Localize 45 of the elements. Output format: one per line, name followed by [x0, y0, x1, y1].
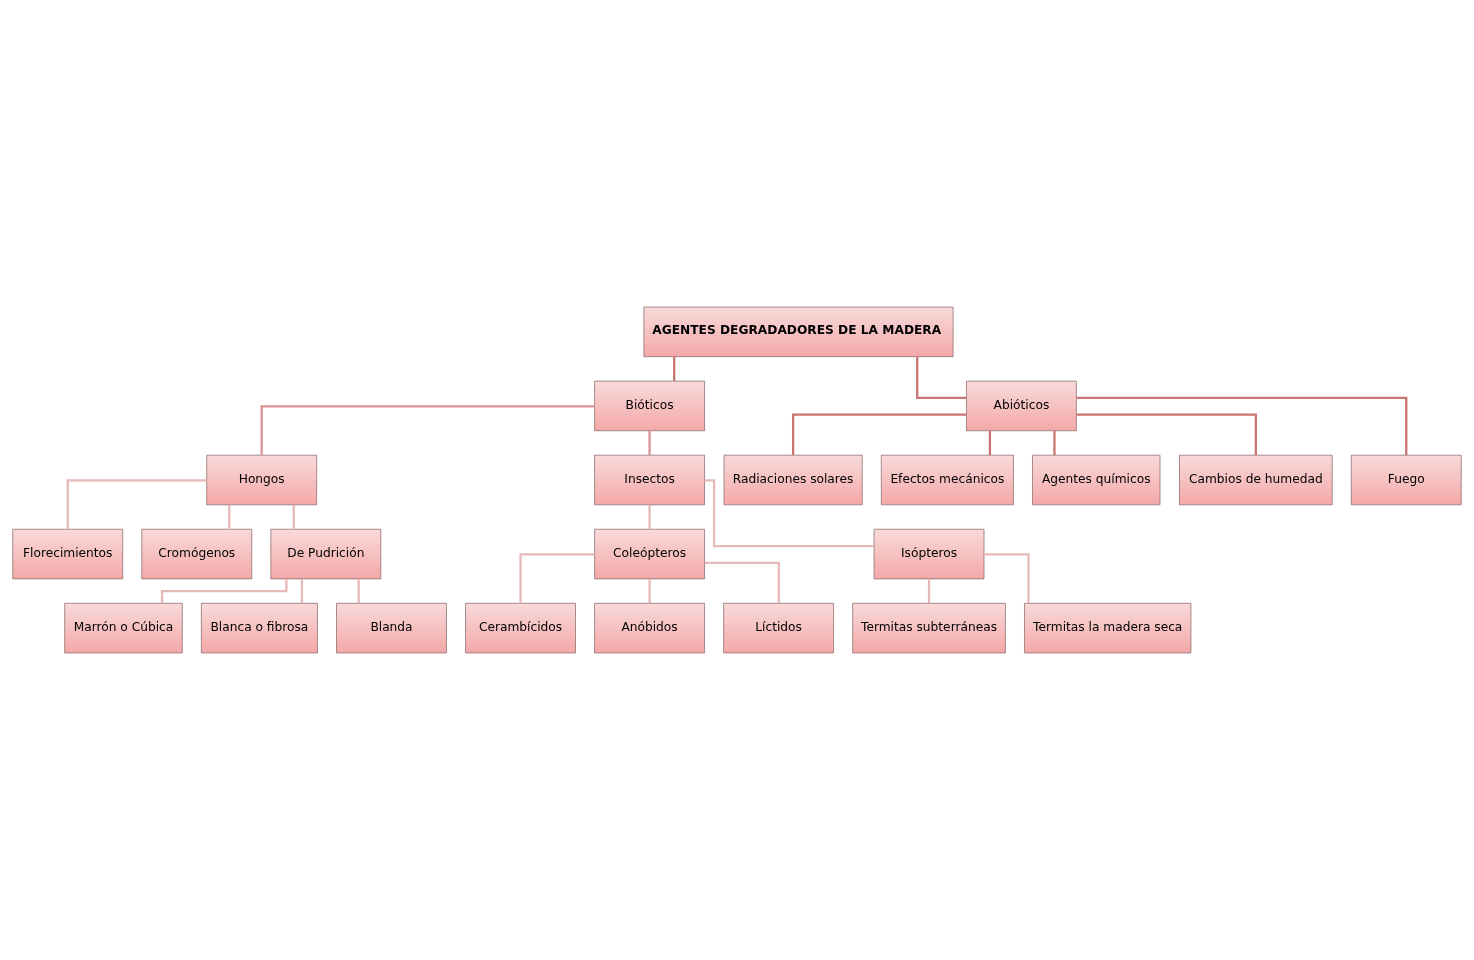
- node-box: Hongos: [206, 454, 318, 506]
- connector: [648, 578, 651, 604]
- node-box: Termitas subterráneas: [852, 602, 1006, 654]
- connector: [704, 479, 874, 548]
- connector: [648, 430, 651, 456]
- node-box: Abióticos: [966, 380, 1077, 432]
- node-box: Bióticos: [594, 380, 705, 432]
- connector: [791, 413, 967, 455]
- connector: [988, 430, 992, 456]
- node-box: Radiaciones solares: [723, 454, 863, 506]
- node-box: Agentes químicos: [1032, 454, 1161, 506]
- node-box: Cambios de humedad: [1179, 454, 1333, 506]
- node-box: Blanda: [336, 602, 447, 654]
- node-box: AGENTES DEGRADADORES DE LA MADERA: [643, 306, 954, 358]
- connector: [292, 504, 295, 530]
- node-box: De Pudrición: [270, 528, 382, 580]
- connector: [927, 578, 931, 604]
- node-box: Florecimientos: [12, 528, 124, 580]
- connector: [704, 561, 780, 604]
- node-box: Fuego: [1350, 454, 1462, 506]
- node-box: Insectos: [594, 454, 705, 506]
- node-box: Anóbidos: [594, 602, 705, 654]
- connector: [984, 553, 1030, 604]
- connector: [1076, 396, 1408, 456]
- connector: [300, 578, 304, 604]
- node-box: Cerambícidos: [465, 602, 576, 654]
- node-box: Blanca o fibrosa: [201, 602, 318, 654]
- connector: [160, 578, 288, 604]
- connector: [66, 479, 207, 530]
- node-box: Marrón o Cúbica: [64, 602, 183, 654]
- connector: [1053, 430, 1056, 456]
- node-box: Isópteros: [873, 528, 985, 580]
- connector: [1076, 413, 1257, 455]
- connector: [673, 356, 676, 381]
- connector: [357, 578, 360, 604]
- node-box: Líctidos: [723, 602, 834, 654]
- connector: [519, 553, 595, 604]
- connector: [648, 504, 651, 530]
- connector: [228, 504, 231, 530]
- node-box: Efectos mecánicos: [880, 454, 1014, 506]
- node-box: Coleópteros: [594, 528, 705, 580]
- node-box: Termitas la madera seca: [1024, 602, 1192, 654]
- connector: [916, 356, 967, 400]
- node-box: Cromógenos: [141, 528, 253, 580]
- connector: [260, 405, 595, 456]
